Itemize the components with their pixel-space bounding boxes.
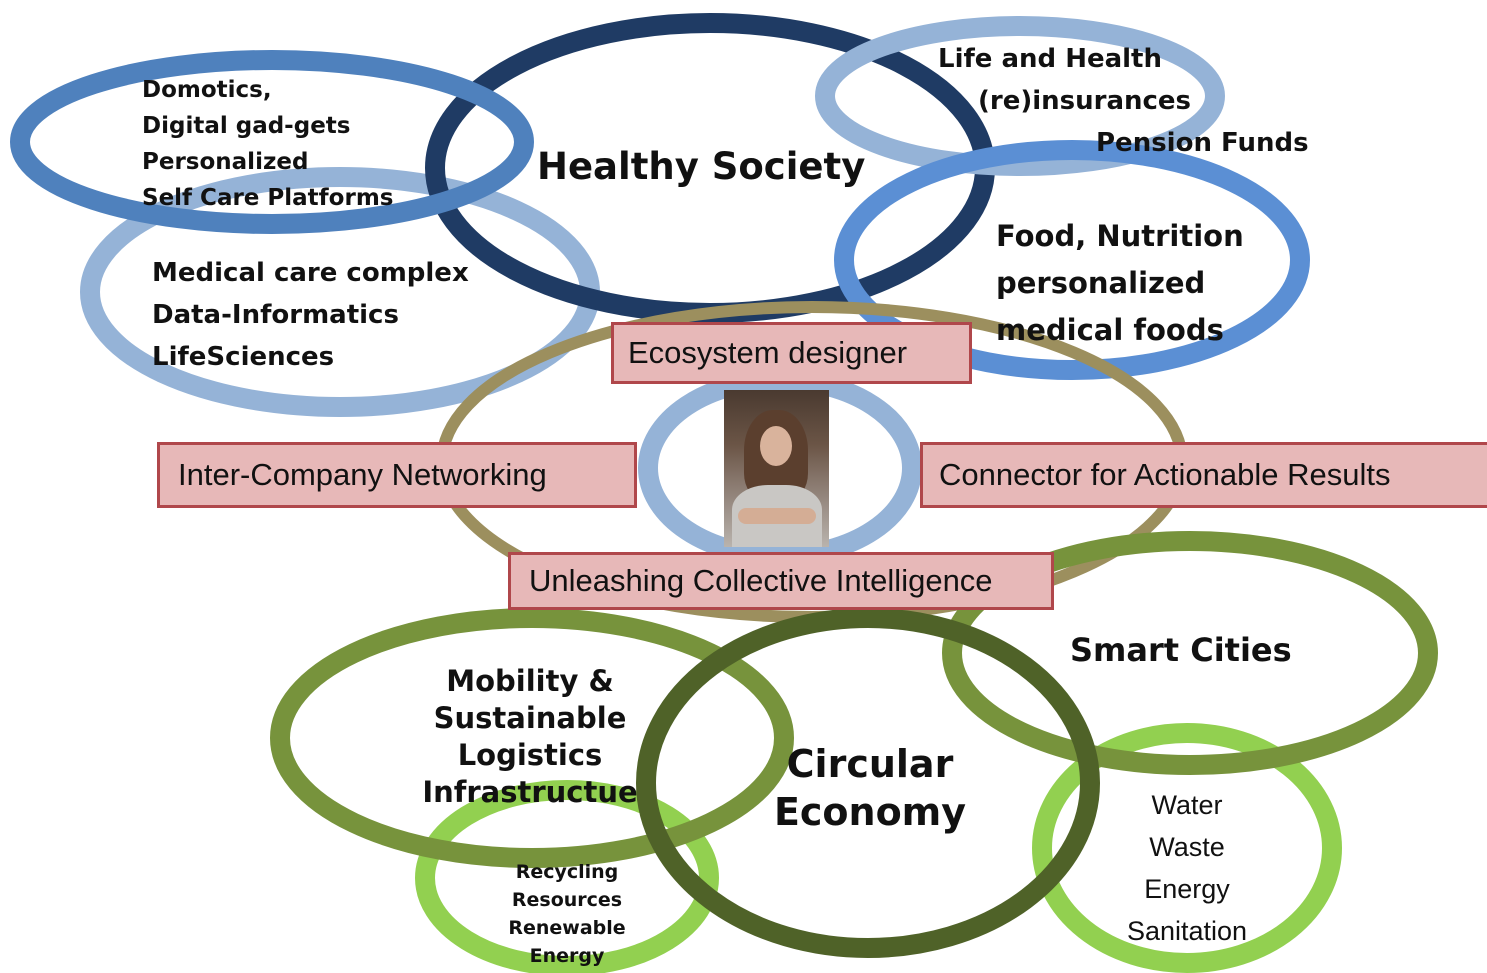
- smart-cities-label: Smart Cities: [1070, 631, 1292, 669]
- medical-label: Medical care complex Data-Informatics Li…: [152, 258, 469, 372]
- person-photo: [724, 390, 829, 547]
- domotics-ring: [10, 50, 534, 234]
- mobility-label: Mobility & Sustainable Logistics Infrast…: [422, 664, 638, 809]
- water-ring: [1032, 723, 1342, 973]
- recycling-label: Recycling Resources Renewable Energy: [508, 861, 626, 967]
- connector-box: Connector for Actionable Results: [920, 442, 1487, 508]
- circular-economy-label: Circular Economy: [773, 742, 967, 834]
- inter-company-networking-box: Inter-Company Networking: [157, 442, 637, 508]
- recycling-ring: [415, 780, 719, 973]
- collective-intelligence-box: Unleashing Collective Intelligence: [508, 552, 1054, 610]
- smart-cities-ring: [942, 531, 1438, 775]
- healthy-society-label: Healthy Society: [537, 145, 866, 188]
- insurance-label: Life and Health (re)insurances Pension F…: [938, 44, 1309, 158]
- domotics-label: Domotics, Digital gad-gets Personalized …: [142, 77, 394, 211]
- mobility-ring: [270, 608, 794, 868]
- circular-economy-ring: [636, 608, 1100, 958]
- insurance-ring: [815, 16, 1225, 176]
- food-label: Food, Nutrition personalized medical foo…: [996, 219, 1244, 347]
- water-label: Water Waste Energy Sanitation: [1126, 790, 1248, 946]
- ecosystem-designer-box: Ecosystem designer: [611, 322, 972, 384]
- food-ring: [834, 140, 1310, 380]
